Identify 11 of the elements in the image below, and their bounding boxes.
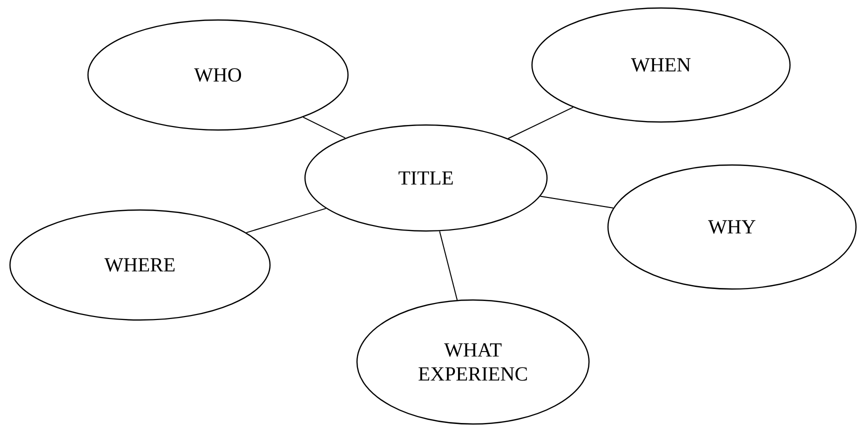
connector-line xyxy=(508,106,574,139)
connector-line xyxy=(540,196,614,208)
connector-line xyxy=(246,208,326,234)
ellipse-node: WHEN xyxy=(531,7,791,123)
ellipse-node: WHY xyxy=(607,164,857,290)
ellipse-node: WHERE xyxy=(9,209,271,321)
ellipse-node: TITLE xyxy=(304,124,548,232)
ellipse-node: WHAT EXPERIENC xyxy=(356,299,590,425)
connector-line xyxy=(302,116,346,138)
ellipse-node: WHO xyxy=(87,19,349,131)
connector-line xyxy=(439,230,458,300)
